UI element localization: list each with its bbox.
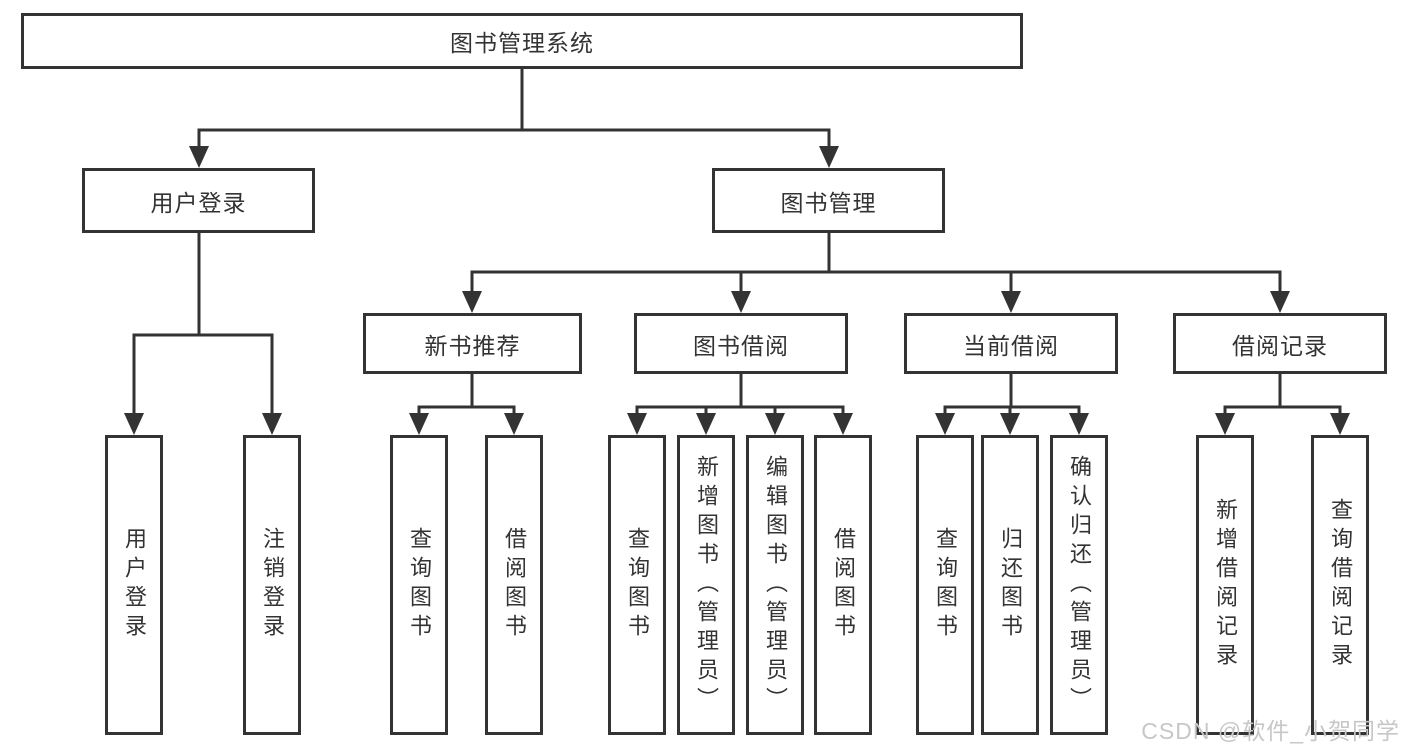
node-user-login: 用户登录 <box>82 168 315 233</box>
leaf-user-login: 用户登录 <box>105 435 163 735</box>
leaf-query-book-3: 查询图书 <box>916 435 974 735</box>
leaf-query-book-2: 查询图书 <box>608 435 666 735</box>
node-root: 图书管理系统 <box>21 13 1023 69</box>
arrowheads <box>124 146 1350 435</box>
node-borrow-records: 借阅记录 <box>1173 313 1387 374</box>
node-new-book-recommend: 新书推荐 <box>363 313 582 374</box>
node-current-borrow: 当前借阅 <box>904 313 1118 374</box>
leaf-borrow-book-1: 借阅图书 <box>485 435 543 735</box>
leaf-confirm-return-admin: 确认归还（管理员） <box>1050 435 1108 735</box>
leaf-return-book: 归还图书 <box>981 435 1039 735</box>
leaf-query-book-1: 查询图书 <box>390 435 448 735</box>
leaf-query-borrow-record: 查询借阅记录 <box>1311 435 1369 735</box>
leaf-borrow-book-2: 借阅图书 <box>814 435 872 735</box>
node-book-borrow: 图书借阅 <box>634 313 848 374</box>
csdn-watermark: CSDN @软件_小贺同学 <box>1141 718 1400 744</box>
node-book-management: 图书管理 <box>712 168 945 233</box>
leaf-edit-book-admin: 编辑图书（管理员） <box>746 435 804 735</box>
leaf-add-book-admin: 新增图书（管理员） <box>677 435 735 735</box>
leaf-logout: 注销登录 <box>243 435 301 735</box>
leaf-add-borrow-record: 新增借阅记录 <box>1196 435 1254 735</box>
